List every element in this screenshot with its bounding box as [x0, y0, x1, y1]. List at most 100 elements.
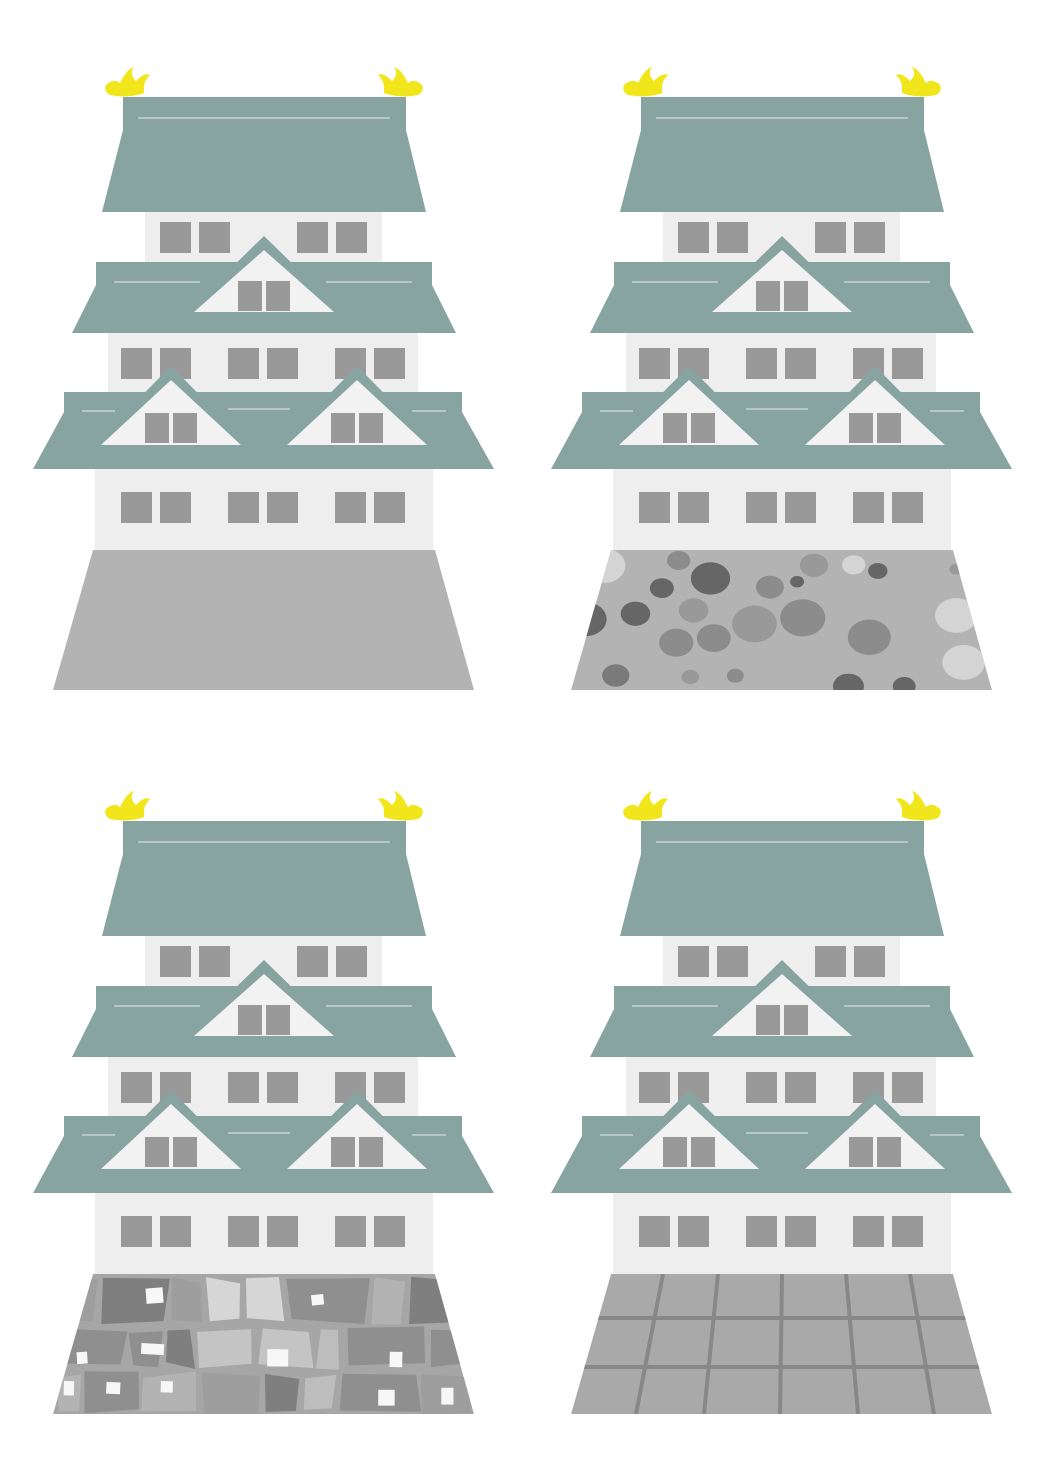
round-stone [847, 619, 891, 655]
gable-window [145, 1137, 169, 1167]
irregular-stone [67, 1302, 83, 1317]
window [267, 492, 298, 523]
window [746, 492, 777, 523]
round-stone [678, 598, 709, 623]
gable-window [238, 281, 262, 311]
window [228, 492, 259, 523]
round-stone [732, 605, 777, 643]
castle-plain-base [33, 67, 494, 690]
gable-window [359, 1137, 383, 1167]
window [746, 1216, 777, 1247]
window [374, 492, 405, 523]
window [678, 492, 709, 523]
window [374, 1216, 405, 1247]
window [160, 1216, 191, 1247]
window [678, 1216, 709, 1247]
gable-face [287, 1104, 427, 1169]
irregular-stone [472, 1328, 474, 1369]
window [854, 946, 885, 977]
irregular-stone [378, 1389, 395, 1406]
gable-window [238, 1005, 262, 1035]
irregular-stone [245, 1276, 285, 1322]
grid-line [634, 1274, 665, 1414]
window [892, 348, 923, 379]
irregular-stone [474, 1375, 502, 1410]
window [815, 946, 846, 977]
gable-face [194, 974, 334, 1036]
window [639, 348, 670, 379]
window [335, 492, 366, 523]
round-stone [659, 628, 694, 657]
lower-roof [33, 392, 494, 469]
round-stone [799, 553, 829, 577]
gable-window [877, 413, 901, 443]
gable-window [359, 413, 383, 443]
round-stone [892, 676, 916, 690]
window [374, 1072, 405, 1103]
window [267, 348, 298, 379]
irregular-stone [389, 1351, 403, 1368]
round-stone [696, 624, 731, 653]
gable-window [691, 1137, 715, 1167]
round-stone [868, 562, 888, 579]
round-stone [690, 562, 731, 595]
round-stone [726, 668, 744, 683]
round-stone [842, 555, 866, 575]
gable-face [712, 250, 852, 312]
shachihoko-icon [378, 67, 423, 97]
window [228, 1216, 259, 1247]
irregular-stone [145, 1287, 164, 1304]
gable-face [712, 974, 852, 1036]
round-stone [963, 562, 992, 593]
round-stone [602, 664, 630, 687]
irregular-stone [206, 1277, 241, 1322]
gable-face [805, 380, 945, 445]
window [785, 348, 816, 379]
window [854, 222, 885, 253]
round-stone [681, 669, 700, 685]
window [678, 946, 709, 977]
window [160, 222, 191, 253]
window [785, 1072, 816, 1103]
shachihoko-icon [105, 791, 150, 821]
gable-face [805, 1104, 945, 1169]
top-roof [620, 821, 944, 936]
window [717, 222, 748, 253]
window [853, 1216, 884, 1247]
round-stone [583, 550, 626, 583]
round-stone [571, 602, 607, 637]
gable-window [331, 1137, 355, 1167]
gable-window [331, 413, 355, 443]
round-stone [620, 601, 651, 626]
window [297, 946, 328, 977]
round-stone [649, 578, 674, 598]
irregular-stone [496, 1286, 512, 1297]
lower-roof [551, 1116, 1012, 1193]
window [336, 946, 367, 977]
round-stone [942, 644, 985, 680]
irregular-stone [106, 1381, 121, 1395]
window [199, 222, 230, 253]
irregular-stone [56, 1279, 98, 1322]
gable-window [173, 1137, 197, 1167]
irregular-stone [441, 1387, 454, 1405]
gable-face [101, 1104, 241, 1169]
top-roof [102, 97, 426, 212]
irregular-stone [267, 1349, 289, 1367]
round-stone [667, 551, 691, 571]
lower-roof [551, 392, 1012, 469]
irregular-stone [371, 1277, 406, 1325]
gable-face [194, 250, 334, 312]
round-stone [949, 563, 963, 575]
window [297, 222, 328, 253]
gable-face [287, 380, 427, 445]
window [160, 492, 191, 523]
window [639, 1216, 670, 1247]
stone-base [53, 550, 474, 690]
window [228, 1072, 259, 1103]
window [785, 492, 816, 523]
irregular-stone [61, 1328, 128, 1365]
grid-line [778, 1274, 784, 1414]
